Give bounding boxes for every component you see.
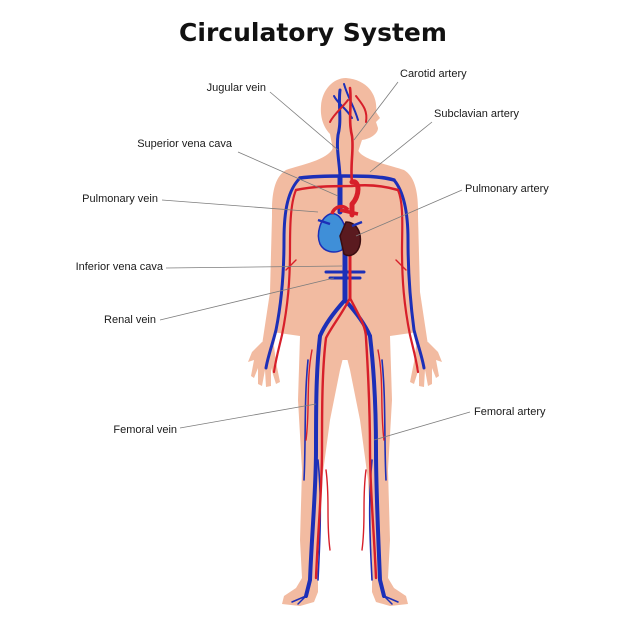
pulmonary-artery-line	[330, 204, 359, 216]
pulmonary-vein-line	[317, 218, 363, 228]
label-pulmonary-vein: Pulmonary vein	[82, 193, 158, 205]
renal-vein-line	[324, 270, 366, 280]
leader-lines	[159, 81, 471, 441]
veins	[264, 83, 426, 605]
label-pulmonary-artery: Pulmonary artery	[465, 183, 549, 195]
leader-subclavian-artery	[369, 121, 433, 173]
left-hand	[248, 342, 280, 387]
leader-superior-vena-cava	[237, 151, 339, 197]
body-silhouette	[248, 78, 442, 606]
femoral-artery-line	[348, 296, 378, 580]
label-femoral-artery: Femoral artery	[474, 406, 546, 418]
right-leg-vein	[368, 334, 386, 598]
leader-renal-vein	[159, 277, 335, 321]
right-arm-artery	[396, 188, 420, 374]
right-hand	[410, 342, 442, 387]
leader-inferior-vena-cava	[165, 265, 343, 269]
label-superior-vena-cava: Superior vena cava	[137, 138, 232, 150]
aortic-arch	[349, 179, 361, 218]
head-artery	[329, 95, 368, 123]
carotid-artery-line	[348, 86, 354, 184]
label-femoral-vein: Femoral vein	[113, 424, 177, 436]
label-subclavian-artery: Subclavian artery	[434, 108, 519, 120]
label-renal-vein: Renal vein	[104, 314, 156, 326]
leader-pulmonary-artery	[355, 189, 463, 237]
leader-femoral-artery	[373, 411, 471, 441]
femoral-artery-left	[314, 296, 352, 580]
label-inferior-vena-cava: Inferior vena cava	[75, 261, 163, 273]
right-arm-vein	[392, 178, 426, 370]
heart	[317, 204, 363, 257]
heart-left-side	[339, 221, 362, 257]
subclavian-veins	[298, 174, 396, 182]
leader-jugular-vein	[269, 91, 339, 151]
iliac-left	[318, 298, 347, 338]
label-carotid-artery: Carotid artery	[400, 68, 467, 80]
subclavian-arteries	[294, 183, 400, 192]
leg-branches	[303, 359, 387, 581]
leader-carotid-artery	[353, 81, 399, 141]
leader-femoral-vein	[179, 403, 317, 429]
leader-pulmonary-vein	[161, 199, 319, 213]
arteries	[272, 86, 420, 580]
left-arm-vein	[264, 176, 302, 370]
right-arm	[396, 172, 428, 349]
left-arm-artery	[272, 188, 298, 374]
left-leg	[282, 336, 345, 606]
artery-branches	[285, 259, 407, 551]
foot-veins	[291, 595, 399, 605]
page-title: Circulatory System	[179, 18, 447, 47]
femoral-vein-line	[304, 334, 322, 598]
label-jugular-vein: Jugular vein	[206, 82, 266, 94]
